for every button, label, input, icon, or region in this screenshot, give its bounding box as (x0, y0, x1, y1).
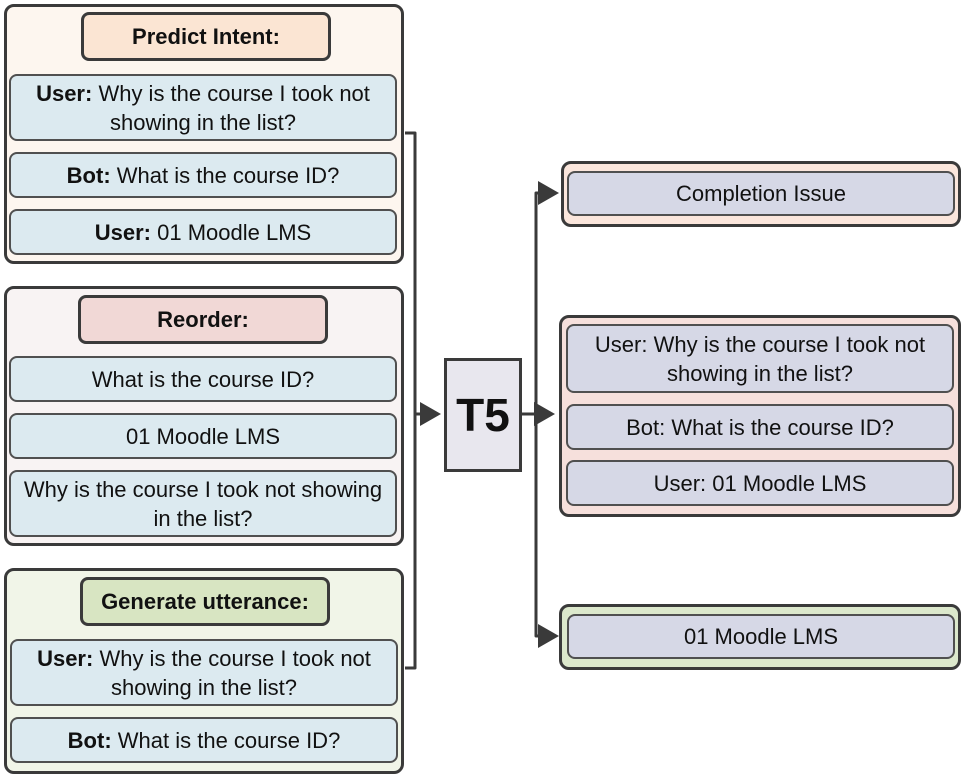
message-text: User: 01 Moodle LMS (653, 470, 867, 496)
generate-utterance-message-2: Bot: What is the course ID? (10, 717, 398, 763)
speaker-label: Bot: (66, 162, 111, 188)
connector-generate-utterance (405, 414, 417, 670)
connector-t5-to-output-3 (534, 414, 559, 648)
generate-utterance-header: Generate utterance: (80, 577, 330, 626)
output-reorder-message-3: User: 01 Moodle LMS (566, 460, 954, 506)
message-text: What is the course ID? (111, 727, 341, 753)
connector-predict-intent (405, 131, 441, 426)
message-text: What is the course ID? (91, 366, 315, 392)
reorder-header: Reorder: (78, 295, 328, 344)
message-text: Why is the course I took not showing in … (92, 80, 370, 135)
message-text: Bot: What is the course ID? (626, 414, 894, 440)
reorder-message-1: What is the course ID? (9, 356, 397, 402)
predict-intent-message-2: Bot: What is the course ID? (9, 152, 397, 198)
output-intent-message: Completion Issue (567, 171, 955, 216)
reorder-message-3: Why is the course I took not showing in … (9, 470, 397, 537)
connector-t5-to-output-1 (534, 181, 559, 414)
message-text: User: Why is the course I took not showi… (594, 331, 926, 386)
message-text: 01 Moodle LMS (125, 423, 281, 449)
output-reorder-message-2: Bot: What is the course ID? (566, 404, 954, 450)
t5-model-box: T5 (444, 358, 522, 472)
output-reorder-message-1: User: Why is the course I took not showi… (566, 324, 954, 393)
output-utterance-message: 01 Moodle LMS (567, 614, 955, 659)
speaker-label: User: (94, 219, 152, 245)
predict-intent-message-3: User: 01 Moodle LMS (9, 209, 397, 255)
generate-utterance-message-1: User: Why is the course I took not showi… (10, 639, 398, 706)
speaker-label: User: (37, 645, 94, 671)
message-text: What is the course ID? (110, 162, 340, 188)
message-text: Why is the course I took not showing in … (23, 476, 383, 531)
reorder-message-2: 01 Moodle LMS (9, 413, 397, 459)
speaker-label: User: (36, 80, 93, 106)
message-text: 01 Moodle LMS (151, 219, 312, 245)
message-text: Why is the course I took not showing in … (93, 645, 371, 700)
speaker-label: Bot: (67, 727, 112, 753)
predict-intent-header: Predict Intent: (81, 12, 331, 61)
predict-intent-message-1: User: Why is the course I took not showi… (9, 74, 397, 141)
